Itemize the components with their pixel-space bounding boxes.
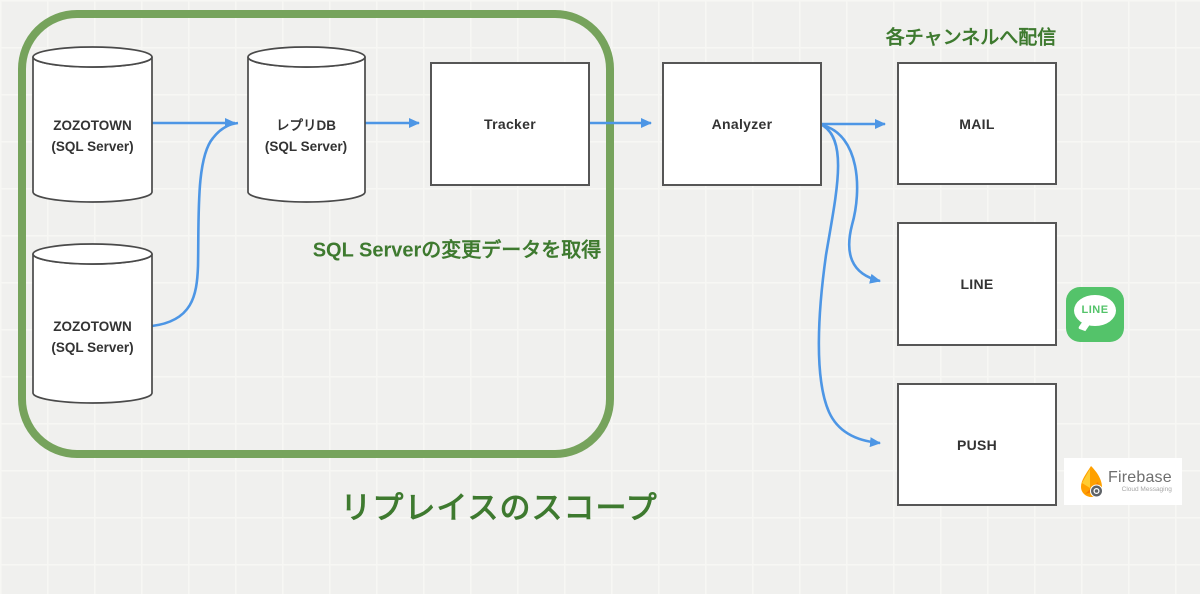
analyzer-label: Analyzer [711,116,773,132]
node-analyzer: Analyzer [662,62,822,186]
node-zozotown-db-1 [32,46,153,203]
node-repli-db [247,46,366,203]
label-line2: (SQL Server) [264,139,348,154]
scope-title: リプレイスのスコープ [340,490,658,526]
label-line1: レプリDB [275,118,336,133]
line-app-icon: LINE [1066,287,1124,342]
node-tracker: Tracker [430,62,590,186]
firebase-badge: Firebase Cloud Messaging [1064,458,1182,505]
node-line: LINE [897,222,1057,346]
edge-analyzer-line [821,123,881,284]
label-line1: ZOZOTOWN [53,319,132,334]
label-line1: ZOZOTOWN [53,118,132,133]
cylinder-top [247,46,366,68]
label-zozotown-db-1: ZOZOTOWN (SQL Server) [51,115,133,157]
cylinder-top [32,46,153,68]
label-zozotown-db-2: ZOZOTOWN (SQL Server) [51,316,133,358]
node-mail: MAIL [897,62,1057,185]
line-badge-label: LINE [1081,304,1109,316]
mail-label: MAIL [959,115,995,132]
push-label: PUSH [956,436,998,453]
label-line2: (SQL Server) [51,340,134,355]
scope-boundary [18,10,614,458]
label-repli-db: レプリDB (SQL Server) [265,115,347,157]
firebase-subtitle: Cloud Messaging [1121,486,1172,493]
line-label: LINE [960,276,994,292]
label-line2: (SQL Server) [51,139,134,154]
gear-inner [1093,487,1100,494]
flame-highlight [1082,468,1090,488]
node-push: PUSH [897,383,1057,506]
scope-note: SQL Serverの変更データを取得 [312,239,602,262]
cylinder-top [32,243,153,265]
firebase-text: Firebase Cloud Messaging [1108,469,1172,494]
delivery-note: 各チャンネルへ配信 [885,27,1057,49]
firebase-name: Firebase [1108,469,1172,486]
node-zozotown-db-2 [32,243,153,404]
edge-analyzer-push [817,123,881,448]
speech-bubble-icon [1074,295,1116,326]
tracker-label: Tracker [484,116,536,132]
firebase-flame-icon [1081,465,1103,497]
edge-zozotown2-replidb [151,121,239,328]
gear-badge-icon [1090,484,1103,497]
